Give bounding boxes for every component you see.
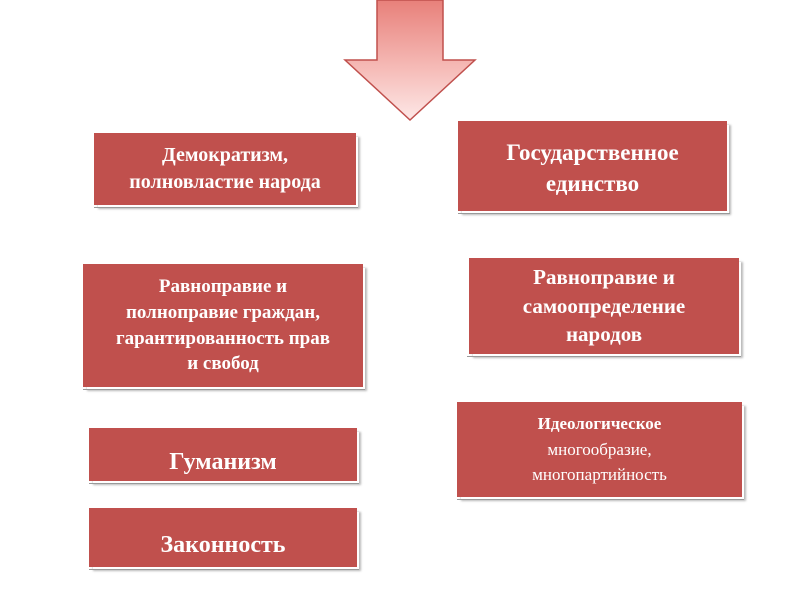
down-arrow-icon bbox=[343, 0, 477, 122]
box-line: полноправие граждан, bbox=[125, 301, 320, 323]
box-line: Гуманизм bbox=[169, 448, 277, 475]
box-line: Демократизм, bbox=[161, 144, 289, 166]
box-legality: Законность bbox=[89, 508, 357, 567]
box-line: полновластие народа bbox=[129, 171, 321, 193]
box-equality-citizens: Равноправие и полноправие граждан, гаран… bbox=[83, 264, 363, 387]
box-line: многообразие, bbox=[547, 439, 652, 459]
box-line: Равноправие и bbox=[533, 265, 675, 290]
divider bbox=[89, 483, 359, 484]
box-line: гарантированность прав bbox=[115, 327, 330, 349]
box-equality-peoples: Равноправие и самоопределение народов bbox=[469, 258, 739, 354]
box-line: многопартийность bbox=[532, 465, 667, 485]
box-line: Государственное bbox=[506, 139, 679, 165]
divider bbox=[83, 389, 365, 390]
box-line: единство bbox=[545, 171, 640, 196]
box-line: и свобод bbox=[187, 353, 259, 375]
box-line: Равноправие и bbox=[158, 276, 288, 298]
box-state-unity: Государственное единство bbox=[458, 121, 727, 211]
box-line: народов bbox=[565, 322, 643, 347]
box-humanism: Гуманизм bbox=[89, 428, 357, 481]
divider bbox=[89, 569, 359, 570]
box-line: Идеологическое bbox=[537, 414, 662, 434]
box-line: самоопределение bbox=[522, 293, 686, 318]
divider bbox=[467, 356, 741, 357]
divider bbox=[458, 213, 730, 214]
box-ideological-diversity: Идеологическое многообразие, многопартий… bbox=[457, 402, 742, 497]
box-democratism: Демократизм, полновластие народа bbox=[94, 133, 356, 205]
divider bbox=[457, 499, 744, 500]
box-line: Законность bbox=[160, 531, 286, 558]
divider bbox=[94, 207, 358, 208]
